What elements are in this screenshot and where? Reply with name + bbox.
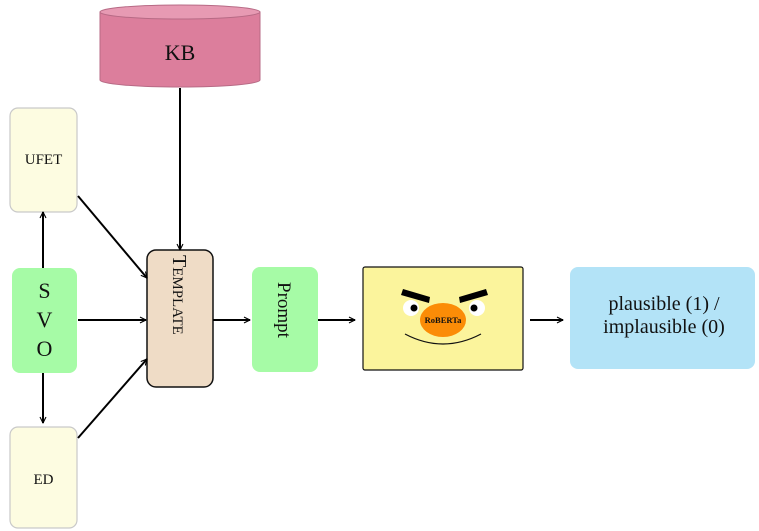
kb-cylinder-body xyxy=(99,11,261,88)
prompt-label: Prompt xyxy=(273,282,294,339)
output-label-line2: implausible (0) xyxy=(603,316,725,338)
arrow-ed-to-template xyxy=(77,358,148,439)
ed-label: ED xyxy=(34,472,54,488)
template-node: TEMPLATE xyxy=(146,249,214,388)
right-eyebrow-icon xyxy=(459,289,488,303)
arrow-ufet-to-template xyxy=(77,195,148,279)
svo-box xyxy=(12,268,77,373)
left-eyebrow-icon xyxy=(401,289,430,303)
template-label-first: T xyxy=(168,255,190,267)
roberta-node: RoBERTa xyxy=(362,266,524,371)
ed-box xyxy=(9,426,78,529)
roberta-label: RoBERTa xyxy=(425,315,462,325)
output-node: plausible (1) / implausible (0) xyxy=(570,267,755,369)
arrows xyxy=(39,88,564,439)
kb-node: KB xyxy=(99,4,261,88)
right-pupil-icon xyxy=(470,304,478,312)
svo-label-o: O xyxy=(37,336,53,361)
kb-label: KB xyxy=(165,40,196,65)
prompt-node: Prompt xyxy=(252,267,318,372)
nose-icon xyxy=(420,303,466,337)
ufet-node: UFET xyxy=(9,107,78,213)
output-label-line1: plausible (1) / xyxy=(608,293,720,315)
template-label-rest: EMPLATE xyxy=(169,267,185,335)
svo-node: S V O xyxy=(12,268,77,373)
svo-label-v: V xyxy=(37,307,53,332)
ed-node: ED xyxy=(9,426,78,529)
template-label: TEMPLATE xyxy=(168,255,190,335)
output-box xyxy=(570,267,755,369)
ufet-label: UFET xyxy=(25,152,63,168)
svo-label-s: S xyxy=(38,278,50,303)
kb-cylinder-top xyxy=(99,4,261,20)
mouth-icon xyxy=(404,333,482,345)
prompt-box xyxy=(252,267,318,372)
left-pupil-icon xyxy=(410,304,418,312)
